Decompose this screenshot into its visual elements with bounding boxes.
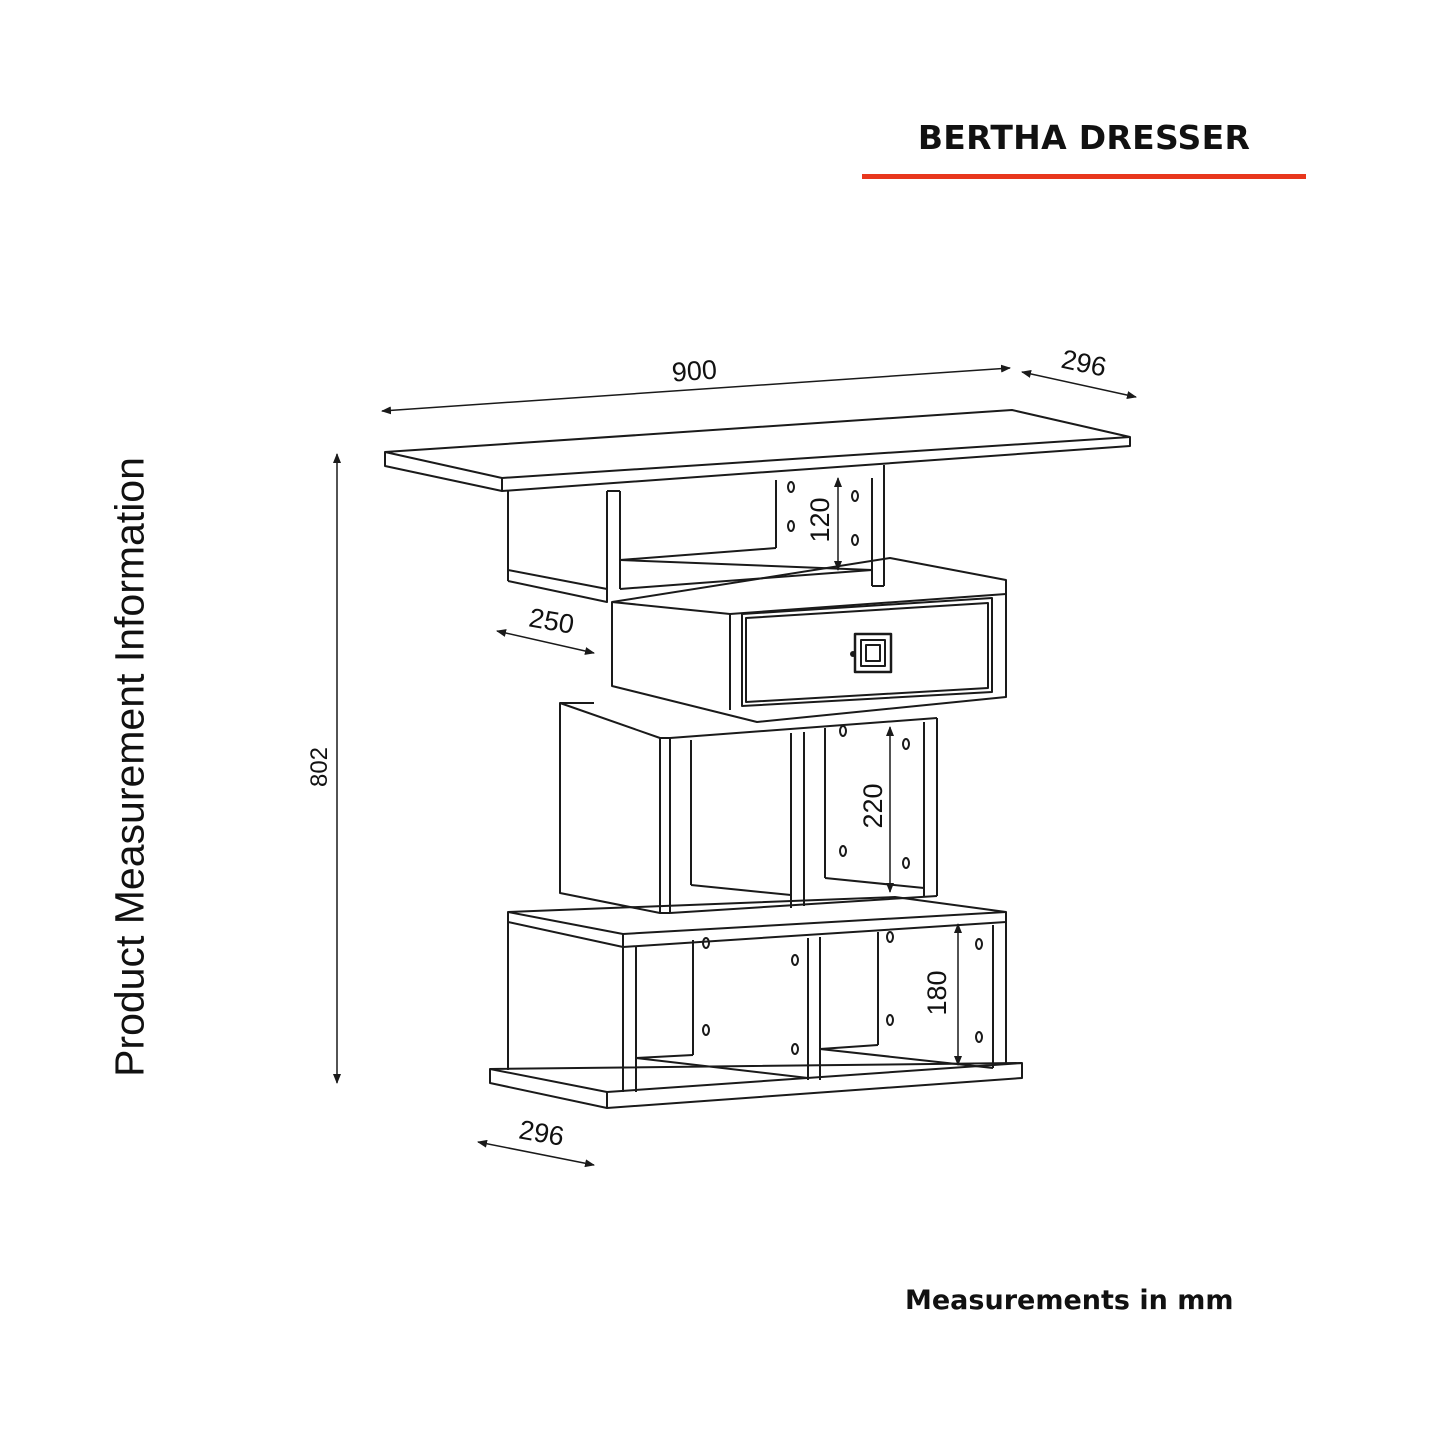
dimension-labels: 900 296 802 250 120 220 180 296 bbox=[306, 344, 1109, 1152]
units-note: Measurements in mm bbox=[905, 1285, 1234, 1316]
depth-top-label: 296 bbox=[1059, 344, 1109, 383]
width-label: 900 bbox=[671, 354, 718, 387]
depth-top-dimension-line bbox=[1021, 370, 1137, 399]
offset-label: 250 bbox=[527, 602, 577, 639]
depth-bottom-label: 296 bbox=[517, 1114, 567, 1151]
drawer-front bbox=[741, 597, 993, 707]
shelf-top-label: 120 bbox=[805, 497, 835, 542]
title-underline bbox=[862, 174, 1306, 179]
width-dimension-line bbox=[381, 364, 1011, 415]
shelf-middle-label: 220 bbox=[858, 783, 888, 828]
shelf-bottom-label: 180 bbox=[922, 970, 952, 1015]
bottom-compartment bbox=[489, 896, 1023, 1109]
product-title: BERTHA DRESSER bbox=[917, 118, 1251, 157]
middle-compartment bbox=[559, 702, 938, 914]
dimension-lines bbox=[333, 364, 1137, 1168]
top-board bbox=[384, 409, 1131, 492]
depth-bottom-dimension-line bbox=[477, 1139, 595, 1168]
height-label: 802 bbox=[306, 747, 333, 787]
offset-dimension-line bbox=[496, 629, 595, 655]
drawer-unit bbox=[611, 557, 1007, 723]
